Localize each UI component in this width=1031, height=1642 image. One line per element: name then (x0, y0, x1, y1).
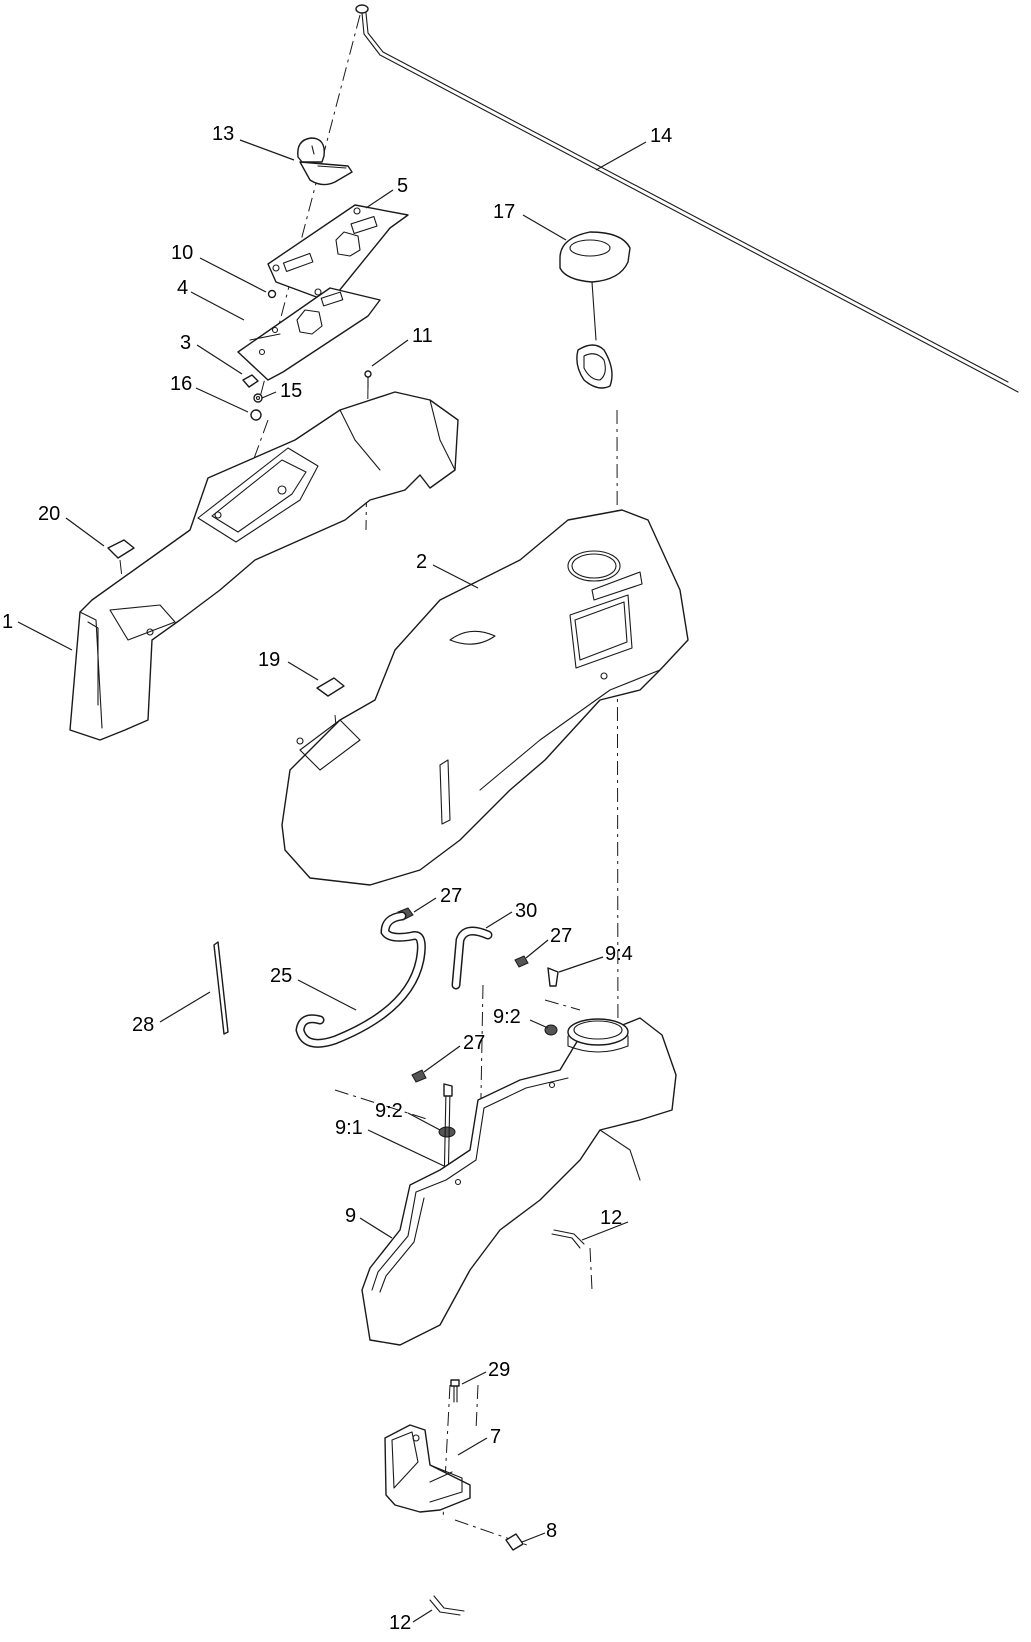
callout-15: 15 (280, 380, 302, 402)
callout-16: 16 (170, 373, 192, 395)
part-8-bolt (505, 1533, 524, 1551)
part-9-tank (361, 1017, 677, 1346)
hardware-fasteners (242, 289, 372, 421)
callout-11: 11 (412, 325, 433, 347)
part-13-handle (297, 137, 353, 186)
callout-17: 17 (493, 201, 515, 223)
part-2-hood (281, 509, 689, 886)
part-12-clip-lower (429, 1595, 465, 1616)
callout-4: 4 (177, 277, 188, 299)
callout-3: 3 (180, 332, 191, 354)
callout-9-2-lower: 9:2 (375, 1100, 403, 1122)
part-5-plate (267, 204, 409, 303)
part-30-hose (451, 926, 493, 990)
callout-9-2-upper: 9:2 (493, 1006, 521, 1028)
callout-10: 10 (171, 242, 193, 264)
callout-19: 19 (258, 649, 280, 671)
callout-12-upper: 12 (600, 1207, 622, 1229)
part-12-clip-upper (551, 1229, 585, 1249)
callout-14: 14 (650, 125, 672, 147)
callout-8: 8 (546, 1520, 557, 1542)
callout-30: 30 (515, 900, 537, 922)
callout-9: 9 (345, 1205, 356, 1227)
callout-20: 20 (38, 503, 60, 525)
callout-13: 13 (212, 123, 234, 145)
callout-27-top: 27 (440, 885, 462, 907)
callout-2: 2 (416, 551, 427, 573)
callout-25: 25 (270, 965, 292, 987)
callout-5: 5 (397, 175, 408, 197)
callout-28: 28 (132, 1014, 154, 1036)
part-29-stud (450, 1379, 460, 1403)
part-1-hood (69, 391, 459, 741)
part-19-decal (316, 677, 345, 697)
callout-labels: 13 14 5 17 10 4 11 3 16 15 20 2 1 19 27 … (2, 123, 672, 1634)
callout-7: 7 (490, 1426, 501, 1448)
callout-27-low: 27 (463, 1032, 485, 1054)
part-9-4-elbow (547, 967, 559, 987)
part-14-rod (355, 4, 1019, 393)
callout-9-4: 9:4 (605, 943, 633, 965)
callout-1: 1 (2, 611, 13, 633)
callout-27-mid: 27 (550, 925, 572, 947)
part-7-bracket (384, 1424, 471, 1513)
part-17-cap (559, 231, 631, 389)
callout-12-lower: 12 (389, 1612, 411, 1634)
callout-leaders (17, 139, 647, 1623)
part-4-gasket (237, 287, 381, 381)
part-25-hose (295, 911, 426, 1048)
callout-29: 29 (488, 1359, 510, 1381)
part-28-cable-tie (213, 941, 229, 1035)
callout-9-1: 9:1 (335, 1117, 363, 1139)
part-20-decal (107, 539, 135, 559)
